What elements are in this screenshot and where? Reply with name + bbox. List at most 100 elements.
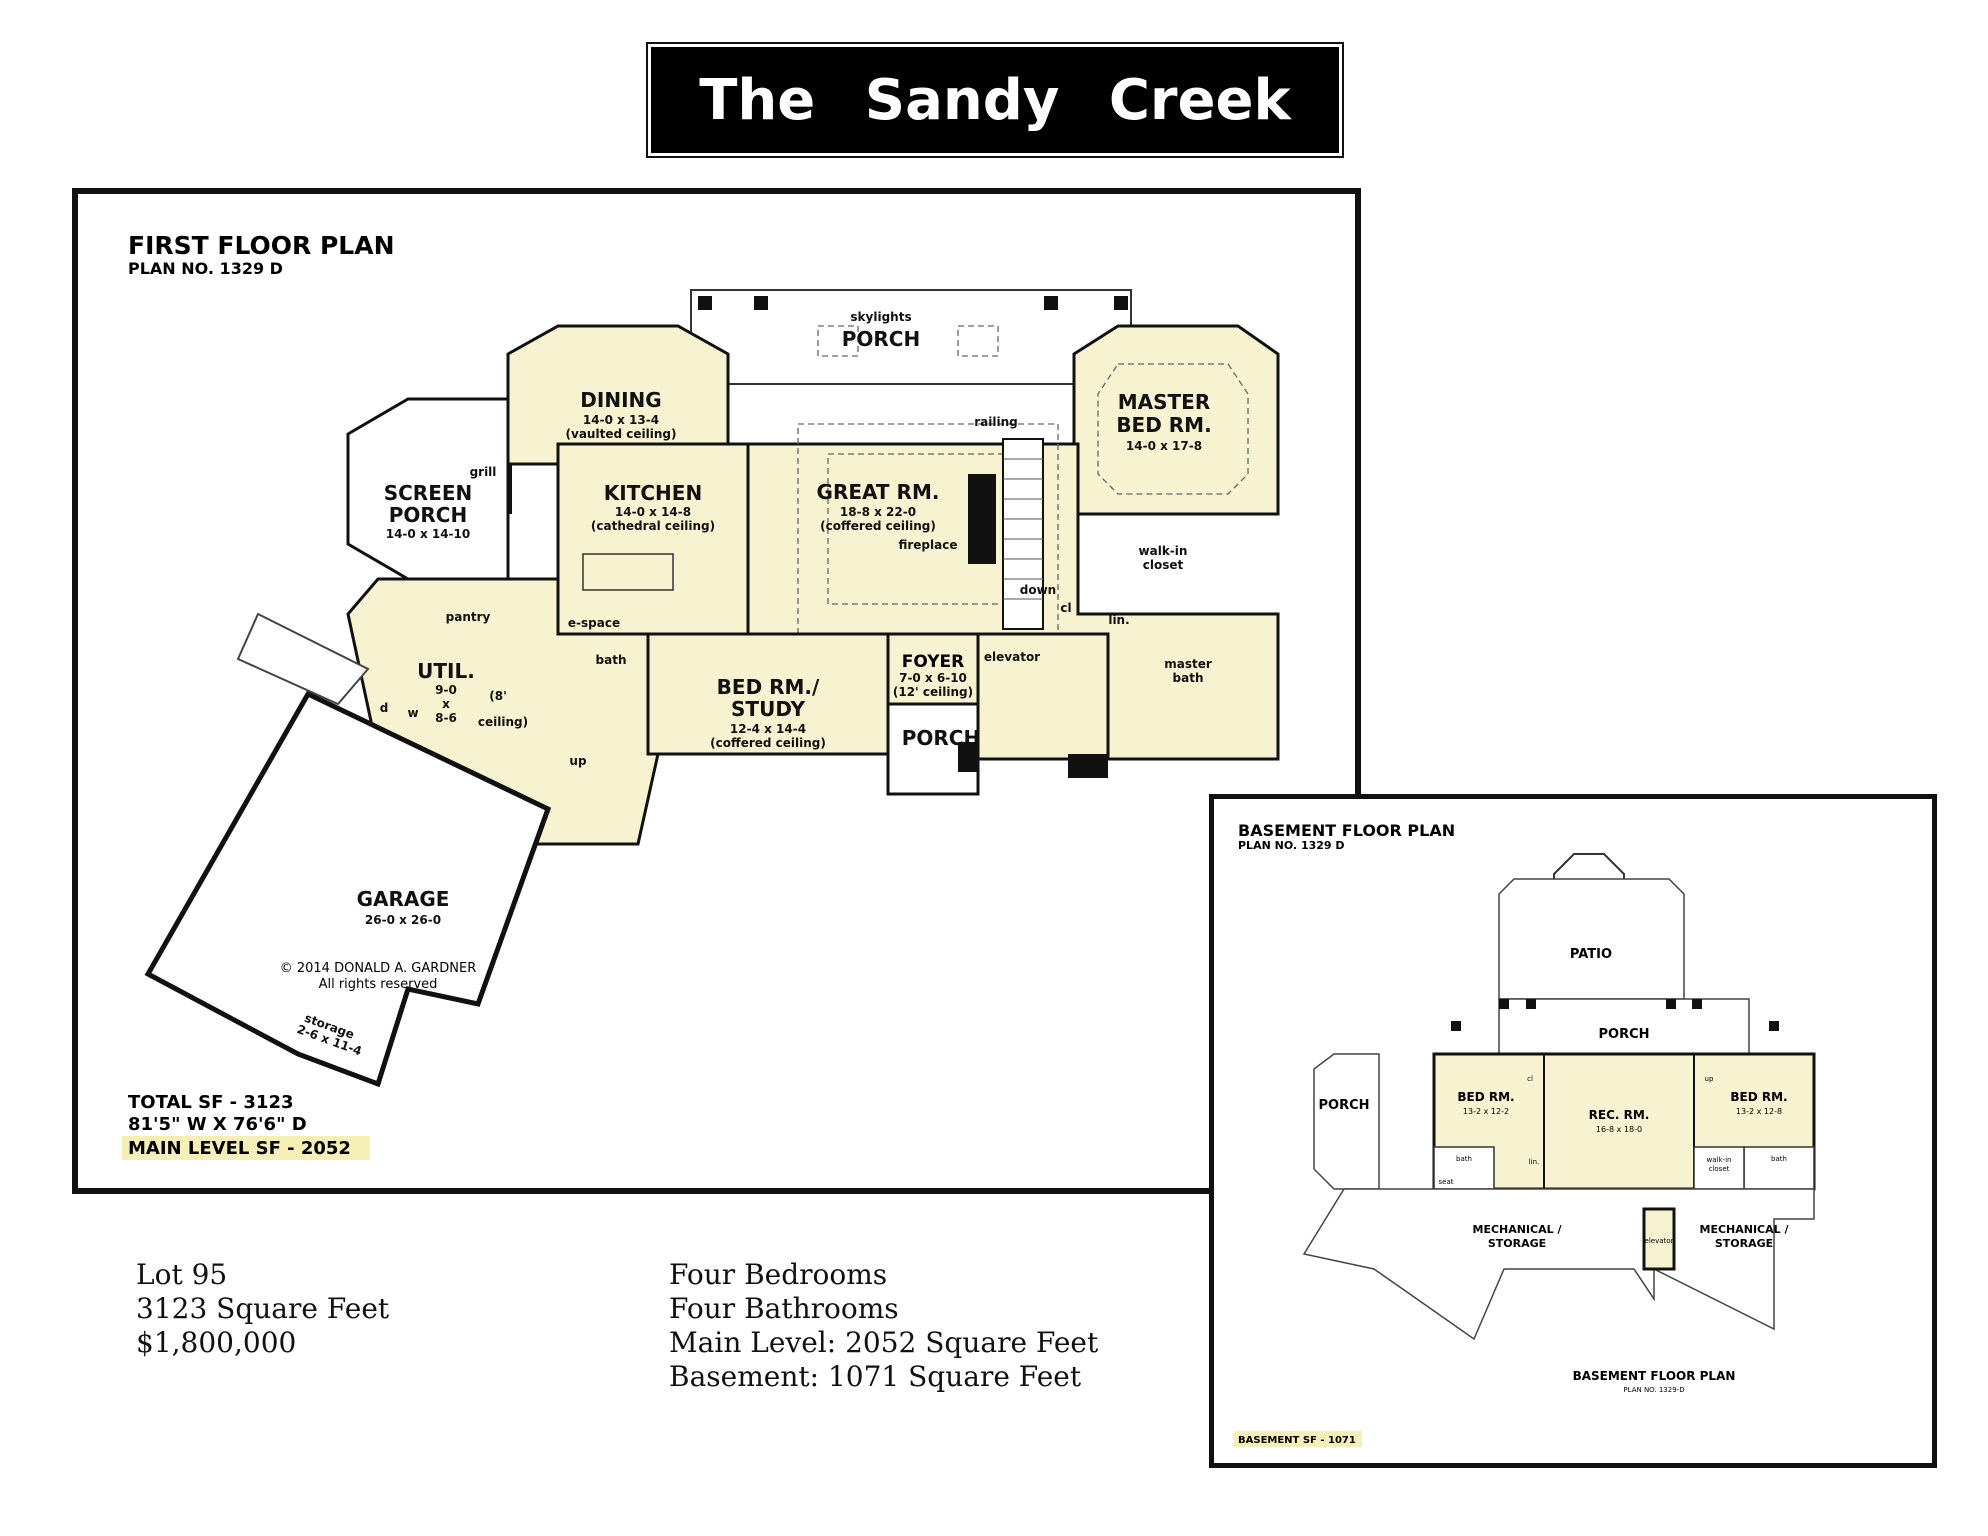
master-dimensions: 14-0 x 17-8: [1126, 439, 1202, 453]
washer-label: w: [407, 706, 418, 720]
foyer-dimensions: 7-0 x 6-10: [899, 671, 967, 685]
utility-dimension-1: 9-0: [435, 683, 457, 697]
mechanical-left-line2: STORAGE: [1488, 1237, 1546, 1250]
porch-column: [698, 296, 712, 310]
porch-column: [754, 296, 768, 310]
elevator-label: elevator: [1645, 1237, 1674, 1245]
kitchen-note: (cathedral ceiling): [591, 519, 715, 533]
master-ceiling-outline: [1097, 363, 1249, 495]
dining-dimensions: 14-0 x 13-4: [583, 413, 659, 427]
basement-elevator: [1642, 1207, 1676, 1271]
bath-label: bath: [1456, 1155, 1472, 1163]
porch-column: [1499, 999, 1509, 1009]
rec-room-dimensions: 16-8 x 18-0: [1596, 1125, 1642, 1134]
basement-plan-no: PLAN NO. 1329 D: [1238, 839, 1345, 852]
porch-column: [1114, 296, 1128, 310]
side-steps: [236, 612, 370, 706]
master-label-line2: BED RM.: [1116, 413, 1211, 437]
rec-room-label: REC. RM.: [1589, 1108, 1650, 1122]
study-dimensions: 12-4 x 14-4: [730, 722, 806, 736]
main-stairs: [1002, 438, 1044, 630]
wall-block: [1068, 754, 1108, 778]
mechanical-right-line2: STORAGE: [1715, 1237, 1773, 1250]
foyer-note: (12' ceiling): [893, 685, 973, 699]
basement-floor-plan-panel: BASEMENT FLOOR PLAN PLAN NO. 1329 D spa …: [1209, 794, 1937, 1468]
first-floor-plan-drawing: FIRST FLOOR PLAN PLAN NO. 1329 D: [122, 231, 1280, 1160]
mechanical-right-line1: MECHANICAL /: [1700, 1223, 1790, 1236]
basement-sf: Basement: 1071 Square Feet: [669, 1360, 1082, 1393]
porch-column: [1769, 1021, 1779, 1031]
bath-label-2: bath: [1771, 1155, 1787, 1163]
patio-label: PATIO: [1570, 947, 1612, 962]
listing-summary-left: Lot 95 3123 Square Feet $1,800,000: [136, 1258, 389, 1360]
walk-in-label-line1: walk-in: [1707, 1156, 1732, 1164]
copyright-rights: All rights reserved: [319, 977, 438, 992]
dryer-label: d: [380, 701, 389, 715]
bathrooms: Four Bathrooms: [669, 1292, 899, 1325]
basement-sf-highlight: [1234, 1431, 1362, 1447]
fireplace-label: fireplace: [898, 538, 957, 552]
great-room-label: GREAT RM.: [817, 480, 940, 504]
porch-top-label: PORCH: [842, 327, 920, 351]
study-label-line1: BED RM./: [717, 675, 820, 699]
study-label-line2: STUDY: [731, 697, 805, 721]
first-floor-plan-no: PLAN NO. 1329 D: [128, 259, 283, 278]
kitchen-dimensions: 14-0 x 14-8: [615, 505, 691, 519]
utility-dimension-2: 8-6: [435, 711, 457, 725]
stairs-up-label: up: [1705, 1075, 1714, 1083]
lot-number: Lot 95: [136, 1258, 228, 1291]
first-floor-heading: FIRST FLOOR PLAN: [128, 231, 395, 260]
mechanical-left-line1: MECHANICAL /: [1473, 1223, 1563, 1236]
porch-column: [1044, 296, 1058, 310]
e-space-label: e-space: [568, 616, 620, 630]
basement-floor-plan-drawing: BASEMENT FLOOR PLAN PLAN NO. 1329 D spa …: [1234, 821, 1816, 1447]
utility-label: UTIL.: [417, 659, 475, 683]
porch-column: [1451, 1021, 1461, 1031]
kitchen-island: [582, 553, 674, 591]
skylight: [957, 325, 999, 357]
closet-label: cl: [1060, 601, 1071, 615]
utility-ceiling-note-1: (8': [489, 689, 507, 703]
stair-treads: [1003, 458, 1043, 600]
great-room-note: (coffered ceiling): [820, 519, 936, 533]
elevator-label: elevator: [984, 650, 1040, 664]
basement-square-feet: BASEMENT SF - 1071: [1238, 1435, 1356, 1446]
main-level-square-feet: MAIN LEVEL SF - 2052: [128, 1138, 351, 1159]
porch-column: [1666, 999, 1676, 1009]
basement-porch-label: PORCH: [1598, 1027, 1649, 1042]
skylight: [817, 325, 859, 357]
walk-in-closet-label-line1: walk-in: [1139, 544, 1188, 558]
walk-in-label-line2: closet: [1709, 1165, 1730, 1173]
first-floor-plan-panel: FIRST FLOOR PLAN PLAN NO. 1329 D: [72, 188, 1361, 1194]
basement-caption: BASEMENT FLOOR PLAN: [1573, 1369, 1736, 1383]
screen-porch-dimensions: 14-0 x 14-10: [386, 527, 471, 541]
linen-label: lin.: [1529, 1158, 1540, 1166]
house-dimensions: 81'5" W X 76'6" D: [128, 1114, 307, 1135]
stairs-up-label: up: [569, 754, 587, 768]
total-square-feet: TOTAL SF - 3123: [128, 1092, 294, 1113]
basement-bath: [1743, 1146, 1815, 1190]
bath-label: bath: [596, 653, 627, 667]
dining-label: DINING: [580, 388, 661, 412]
basement-walk-in-closet: [1693, 1146, 1745, 1190]
utility-dimension-x: x: [442, 697, 450, 711]
copyright-line: © 2014 DONALD A. GARDNER: [280, 961, 477, 976]
price: $1,800,000: [136, 1326, 297, 1359]
skylights-label: skylights: [850, 310, 911, 324]
railing-label: railing: [974, 415, 1018, 429]
square-feet: 3123 Square Feet: [136, 1292, 390, 1325]
basement-heading: BASEMENT FLOOR PLAN: [1238, 821, 1455, 840]
basement-left-porch: [1313, 1053, 1380, 1190]
front-porch: [886, 702, 980, 796]
master-bath-label-line2: bath: [1173, 671, 1204, 685]
page-title: The Sandy Creek: [699, 67, 1291, 133]
title-banner: The Sandy Creek: [646, 42, 1344, 158]
garage-dimensions: 26-0 x 26-0: [365, 913, 441, 927]
bed-room-1-label: BED RM.: [1457, 1090, 1514, 1104]
master-label-line1: MASTER: [1118, 390, 1211, 414]
kitchen-label: KITCHEN: [604, 481, 702, 505]
front-porch-label: PORCH: [902, 726, 980, 750]
foyer-label: FOYER: [902, 652, 964, 672]
listing-summary-right: Four Bedrooms Four Bathrooms Main Level:…: [669, 1258, 1098, 1394]
bed-room-2-dimensions: 13-2 x 12-8: [1736, 1107, 1782, 1116]
